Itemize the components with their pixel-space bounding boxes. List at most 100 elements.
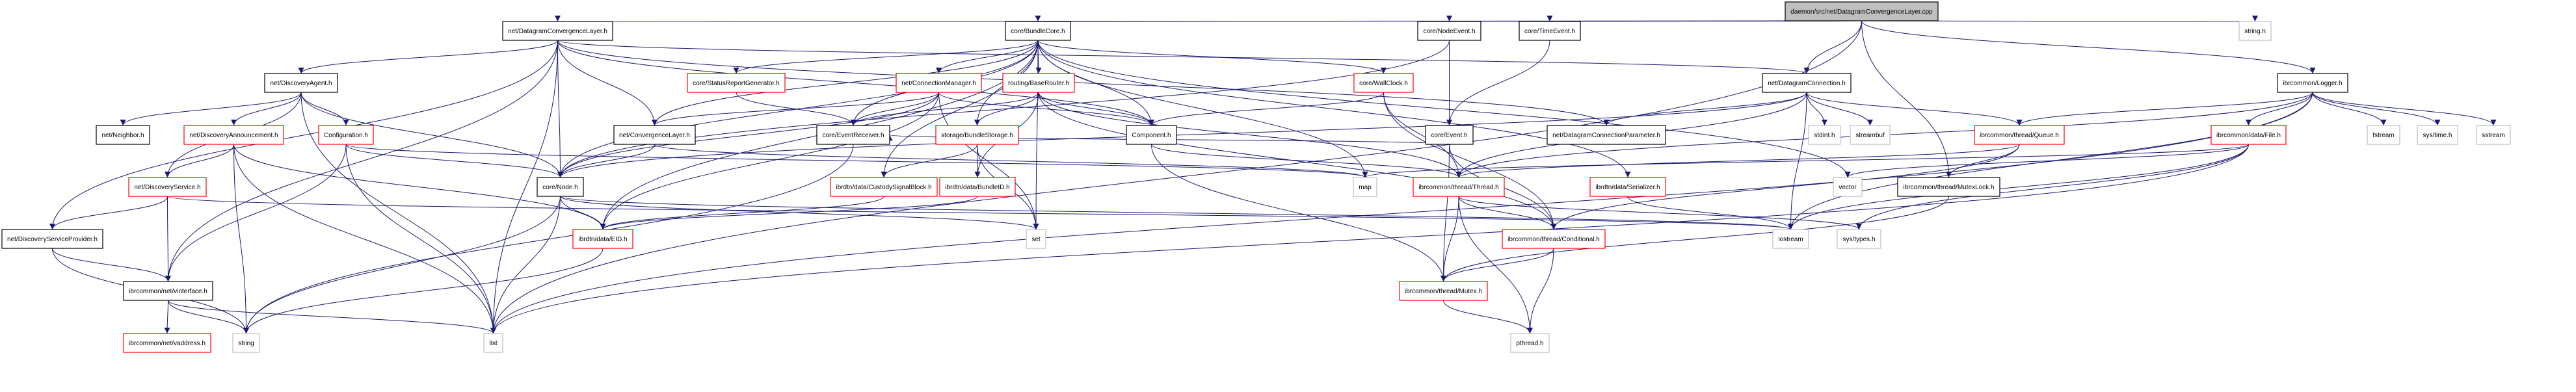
edge-wallclock-to-conditional [1383,92,1557,230]
node-box [123,333,211,353]
node-label: ibrdtn/data/EID.h [578,236,627,243]
node-vinterface[interactable]: ibrcommon/net/vinterface.h [123,281,213,301]
node-box [1837,229,1881,249]
node-bundlecore[interactable]: core/BundleCore.h [1005,21,1071,41]
node-box [232,333,260,353]
node-dgconnparam[interactable]: net/DatagramConnectionParameter.h [1547,125,1666,145]
edge-config-to-corenode [345,144,563,178]
edge-queue-to-thread [1455,144,2020,178]
node-statusrep[interactable]: core/StatusReportGenerator.h [687,73,786,93]
edge-root-to-mutexlock [1861,20,1952,178]
node-box [96,125,150,145]
edge-conditional-to-pthread [1527,248,1554,334]
node-box [1353,73,1414,93]
node-evrecv[interactable]: core/EventReceiver.h [816,125,890,145]
edge-logger-to-file [2246,92,2313,126]
node-label: core/Node.h [542,184,578,191]
node-convlayer[interactable]: net/ConvergenceLayer.h [613,125,696,145]
node-bundleid[interactable]: ibrdtn/data/BundleID.h [939,177,1016,197]
node-discsp[interactable]: net/DiscoveryServiceProvider.h [1,229,103,249]
edge-connmgr-to-set [938,92,1039,230]
node-box [896,73,982,93]
node-dgconn[interactable]: net/DatagramConnection.h [1762,73,1852,93]
node-neighbor[interactable]: net/Neighbor.h [96,125,150,145]
node-box [2367,125,2400,145]
node-box [2238,21,2272,41]
node-label: core/StatusReportGenerator.h [693,80,779,87]
edge-file-to-systypes [1856,144,2249,230]
node-box [1897,177,2000,197]
node-mutexlock[interactable]: ibrcommon/thread/MutexLock.h [1897,177,2000,197]
edge-dgconn-to-corenode [557,92,1807,178]
node-label: Configuration.h [324,132,368,139]
node-box [123,281,213,301]
node-label: stdint.h [1814,132,1835,139]
node-wallclock[interactable]: core/WallClock.h [1353,73,1414,93]
node-box [2417,125,2458,145]
node-string: string [232,333,260,353]
node-box [816,125,890,145]
node-connmgr[interactable]: net/ConnectionManager.h [896,73,982,93]
node-root[interactable]: daemon/src/net/DatagramConvergenceLayer.… [1785,1,1939,21]
node-box [483,333,503,353]
node-nodeevent[interactable]: core/NodeEvent.h [1417,21,1481,41]
edge-bundlecore-to-map [1037,40,1368,178]
node-corenode[interactable]: core/Node.h [537,177,584,197]
node-config[interactable]: Configuration.h [318,125,374,145]
node-conditional[interactable]: ibrcommon/thread/Conditional.h [1502,229,1606,249]
node-dcl[interactable]: net/DatagramConvergenceLayer.h [502,21,613,41]
node-timeevent[interactable]: core/TimeEvent.h [1519,21,1581,41]
node-vaddress[interactable]: ibrcommon/net/vaddress.h [123,333,211,353]
node-label: string [238,340,254,347]
node-component[interactable]: Component.h [1126,125,1177,145]
edge-logger-to-systime [2312,92,2441,126]
node-discservice[interactable]: net/DiscoveryService.h [128,177,207,197]
edge-baserouter-to-thread [1038,92,1462,178]
node-baserouter[interactable]: routing/BaseRouter.h [1002,73,1075,93]
edge-dcl-to-dgconn [557,40,1809,74]
node-stdint: stdint.h [1808,125,1841,145]
node-bstorage[interactable]: storage/BundleStorage.h [935,125,1019,145]
node-label: Component.h [1132,132,1171,139]
edge-file-to-vector [1844,144,2249,178]
edge-bundlecore-to-connmgr [936,40,1039,74]
node-box [939,177,1016,197]
node-thread[interactable]: ibrcommon/thread/Thread.h [1413,177,1505,197]
node-logger[interactable]: ibrcommon/Logger.h [2277,73,2348,93]
node-label: core/EventReceiver.h [822,132,884,139]
node-box [1974,125,2065,145]
edge-bundlecore-to-statusrep [733,40,1039,74]
edge-thread-to-systypes [1458,196,1862,230]
edge-logger-to-list [490,92,2313,334]
node-label: net/DiscoveryServiceProvider.h [7,236,98,243]
edge-dgconn-to-dgconnparam [1603,92,1807,126]
edge-queue-to-mutexlock [1946,144,2020,178]
node-label: net/DiscoveryService.h [134,184,200,191]
node-label: net/DatagramConnection.h [1768,80,1846,87]
edge-discservice-to-iostream [167,196,1794,230]
node-box [502,21,613,41]
node-file[interactable]: ibrcommon/data/File.h [2211,125,2287,145]
node-discann[interactable]: net/DiscoveryAnnouncement.h [183,125,284,145]
node-label: ibrcommon/thread/Conditional.h [1507,236,1600,243]
node-box [2476,125,2511,145]
edge-discann-to-discservice [165,144,234,178]
node-discagent[interactable]: net/DiscoveryAgent.h [264,73,338,93]
node-label: net/ConnectionManager.h [901,80,976,87]
edge-file-to-iostream [1788,144,2249,230]
node-box [572,229,633,249]
node-box [1126,125,1177,145]
node-custody[interactable]: ibrdtn/data/CustodySignalBlock.h [830,177,938,197]
node-label: core/Event.h [1431,132,1467,139]
node-label: net/DiscoveryAnnouncement.h [189,132,278,139]
edge-queue-to-conditional [1550,144,2020,230]
node-mutex[interactable]: ibrcommon/thread/Mutex.h [1399,281,1488,301]
node-label: core/WallClock.h [1359,80,1408,87]
node-serializer[interactable]: ibrdtn/data/Serializer.h [1589,177,1666,197]
node-event[interactable]: core/Event.h [1425,125,1474,145]
edge-logger-to-fstream [2312,92,2387,126]
node-label: storage/BundleStorage.h [941,132,1013,139]
node-queue[interactable]: ibrcommon/thread/Queue.h [1974,125,2065,145]
node-label: core/BundleCore.h [1011,28,1065,35]
node-eid[interactable]: ibrdtn/data/EID.h [572,229,633,249]
